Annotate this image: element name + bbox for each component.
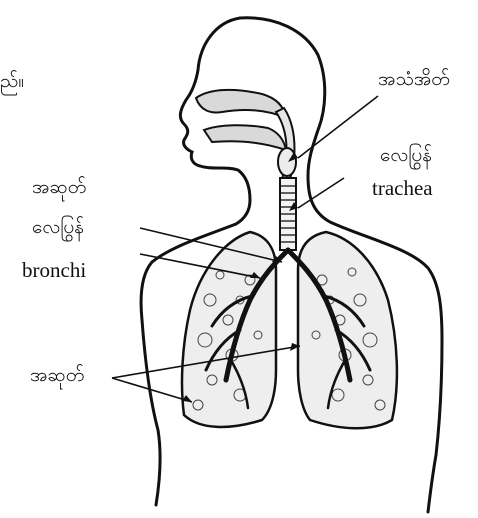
right-lung bbox=[298, 232, 397, 428]
mouth-cavity bbox=[204, 125, 286, 150]
trachea-label-burmese: လေပြွန် bbox=[380, 146, 432, 165]
nasal-cavity bbox=[196, 90, 286, 118]
larynx bbox=[278, 148, 296, 176]
bronchi-label-burmese-line2: လေပြွန် bbox=[32, 218, 84, 237]
bronchi-label-burmese-line1: အဆုတ် bbox=[32, 178, 86, 197]
lungs-label: အဆုတ် bbox=[30, 366, 84, 385]
fragment-text: ည်။ bbox=[0, 72, 24, 91]
larynx-label: အသံအိတ် bbox=[378, 70, 450, 89]
trachea-label-english: trachea bbox=[372, 178, 433, 199]
bronchi-label-english: bronchi bbox=[22, 260, 86, 281]
left-lung bbox=[182, 232, 276, 427]
